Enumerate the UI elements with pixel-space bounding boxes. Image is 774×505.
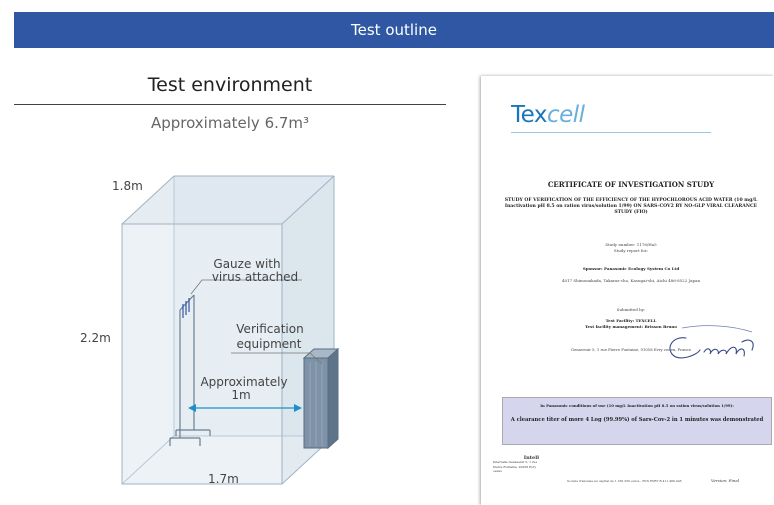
gauze-label-line1: Gauze with <box>213 257 280 271</box>
header-banner: Test outline <box>14 12 774 48</box>
equipment-label-line1: Verification <box>236 322 303 336</box>
depth-dimension-label: 1.8m <box>112 179 143 193</box>
certificate-title: CERTIFICATE OF INVESTIGATION STUDY <box>547 180 715 189</box>
sponsor: Sponsor: Panasonic Ecology System Co Ltd <box>582 266 680 271</box>
sponsor-address: 4017 Shimonakada, Takaraz-cho, Kasugai-s… <box>561 278 701 283</box>
test-room-diagram: 1.8m 2.2m 1.7m Gauze with virus attached… <box>80 175 340 486</box>
result-statement: A clearance titer of more 4 Log (99.99%)… <box>510 417 764 423</box>
gauze-icon <box>182 298 190 318</box>
certificate-document: Texcell CERTIFICATE OF INVESTIGATION STU… <box>481 76 774 505</box>
facility-address: Genavenir 5, 1 rue Pierre Fontaine, 9105… <box>570 347 692 352</box>
verification-equipment <box>302 347 340 450</box>
height-dimension-label: 2.2m <box>80 331 111 345</box>
certificate-footer: Intell Intervalle Genavenir 5, 1 rue Pie… <box>493 455 539 474</box>
version-label: Version: Final <box>711 478 740 483</box>
texcell-logo: Texcell <box>511 102 585 128</box>
volume-label: Approximately 6.7m³ <box>150 114 310 132</box>
study-report: Study report for: <box>613 248 649 253</box>
footer-text: Intervalle Genavenir 5, 1 rue Pierre Fon… <box>493 460 538 474</box>
result-conditions: In Panasonic conditions of use (10 mg/L … <box>540 403 734 408</box>
study-number: Study number: 1176/Ha5 <box>605 242 657 247</box>
test-facility: Test Facility: TEXCELL Test facility man… <box>499 318 763 330</box>
distance-label-line2: 1m <box>231 388 250 402</box>
distance-arrow <box>188 404 302 412</box>
logo-underline <box>511 132 711 133</box>
facility-management: Test facility management: Brisson Bruno <box>585 324 677 329</box>
study-info: Study number: 1176/Ha5 Study report for: <box>499 242 763 254</box>
facility-name: Test Facility: TEXCELL <box>605 318 657 323</box>
distance-label-line1: Approximately <box>200 375 287 389</box>
equipment-label-line2: equipment <box>237 337 302 351</box>
footer-legal: Societe francaise au capital de 1 160 25… <box>567 479 682 483</box>
leader-lines <box>190 279 323 365</box>
environment-title: Test environment <box>147 74 313 96</box>
signature-icon <box>669 325 754 359</box>
room-box <box>121 175 335 485</box>
title-divider <box>14 104 446 105</box>
header-title: Test outline <box>351 21 437 39</box>
submitted-by: Submitted by: <box>616 307 646 312</box>
gauze-label-line2: virus attached <box>212 270 298 284</box>
footer-brand: Intell <box>523 455 539 461</box>
certificate-subtitle: STUDY OF VERIFICATION OF THE EFFICIENCY … <box>504 198 758 215</box>
width-dimension-label: 1.7m <box>208 472 239 486</box>
result-box: In Panasonic conditions of use (10 mg/L … <box>502 397 772 445</box>
